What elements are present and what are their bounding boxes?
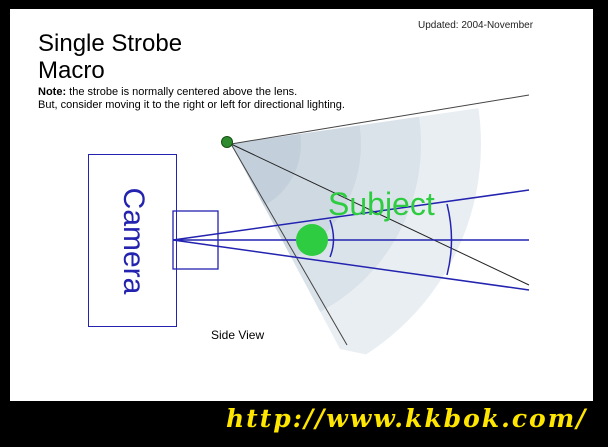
updated-date: Updated: 2004-November — [418, 20, 534, 31]
subject-label: Subject — [328, 186, 435, 222]
camera-body: Camera — [88, 154, 177, 327]
note-line2: But, consider moving it to the right or … — [38, 99, 345, 111]
note-label: Note: — [38, 86, 67, 98]
slide-frame: Camera Updated: 2004-November Single Str… — [10, 9, 593, 401]
lighting-diagram — [172, 92, 530, 394]
field-of-view — [172, 189, 530, 291]
view-label: Side View — [211, 328, 265, 342]
strobe-beam-lower-edge — [230, 143, 348, 346]
strobe-beam-upper-edge — [230, 94, 530, 145]
page-title-line2: Macro — [38, 57, 105, 84]
subject-dot — [296, 224, 328, 256]
camera-label: Camera — [116, 187, 150, 294]
page-title-line1: Single Strobe — [38, 30, 183, 57]
watermark-url[interactable]: http://www.kkbok.com/ — [226, 404, 588, 433]
note-text1: the strobe is normally centered above th… — [66, 86, 298, 98]
note-line1: Note: the strobe is normally centered ab… — [38, 86, 297, 98]
strobe-center-line — [230, 143, 530, 286]
strobe-icon — [221, 136, 233, 148]
